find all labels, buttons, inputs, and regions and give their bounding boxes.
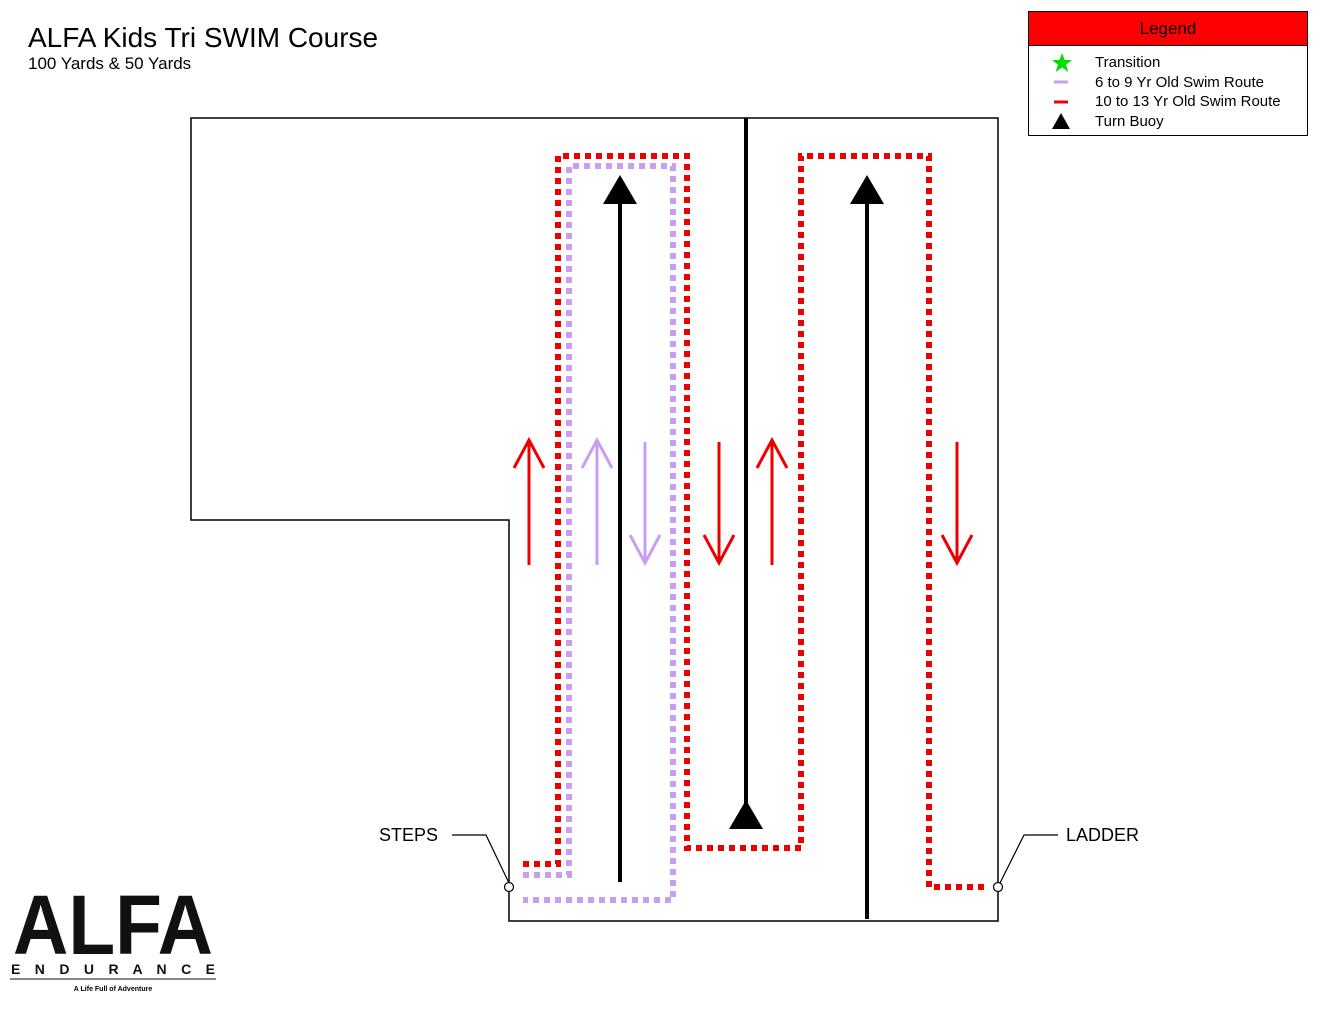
red-dash-icon	[1029, 92, 1095, 112]
logo-sub: E N D U R A N C E	[11, 961, 215, 977]
arrow-up-icon	[580, 436, 614, 565]
legend: Legend Transition 6 to 9 Yr Old Swim Rou…	[1028, 11, 1308, 136]
route-6-to-9	[523, 163, 676, 903]
steps-label: STEPS	[379, 825, 439, 845]
green-star-icon	[1029, 52, 1095, 73]
arrow-down-icon	[940, 442, 974, 567]
logo-brand: ALFA	[13, 878, 213, 972]
legend-item-turn-buoy: Turn Buoy	[1029, 112, 1307, 132]
arrow-down-icon	[628, 442, 662, 567]
legend-title: Legend	[1029, 12, 1307, 46]
route-10-to-13	[523, 153, 985, 890]
legend-item-route-10-13: 10 to 13 Yr Old Swim Route	[1029, 92, 1307, 112]
ladder-marker	[992, 881, 1004, 893]
legend-item-transition: Transition	[1029, 52, 1307, 73]
ladder-leader-line	[999, 834, 1058, 884]
steps-marker	[503, 881, 515, 893]
black-triangle-icon	[1029, 112, 1095, 132]
legend-item-route-6-9: 6 to 9 Yr Old Swim Route	[1029, 73, 1307, 93]
logo-tagline: A Life Full of Adventure	[73, 986, 153, 993]
legend-items: Transition 6 to 9 Yr Old Swim Route 10 t…	[1029, 46, 1307, 131]
turn-buoy-icon	[850, 175, 884, 204]
lavender-dash-icon	[1029, 73, 1095, 93]
legend-label: 6 to 9 Yr Old Swim Route	[1095, 73, 1264, 91]
title-block: ALFA Kids Tri SWIM Course 100 Yards & 50…	[28, 22, 378, 74]
legend-label: 10 to 13 Yr Old Swim Route	[1095, 93, 1281, 111]
arrow-down-icon	[702, 442, 736, 567]
turn-buoy-icon	[729, 800, 763, 829]
alfa-endurance-logo: ALFA E N D U R A N C E	[10, 878, 216, 980]
legend-label: Transition	[1095, 54, 1161, 72]
page-subtitle: 100 Yards & 50 Yards	[28, 54, 192, 73]
steps-leader-line	[452, 834, 510, 884]
ladder-label: LADDER	[1066, 825, 1140, 845]
page-title: ALFA Kids Tri SWIM Course	[28, 22, 379, 53]
arrow-up-icon	[755, 436, 789, 565]
arrow-up-icon	[512, 436, 546, 565]
turn-buoy-icon	[603, 175, 637, 204]
pool-outline	[190, 117, 999, 922]
legend-label: Turn Buoy	[1095, 112, 1164, 130]
